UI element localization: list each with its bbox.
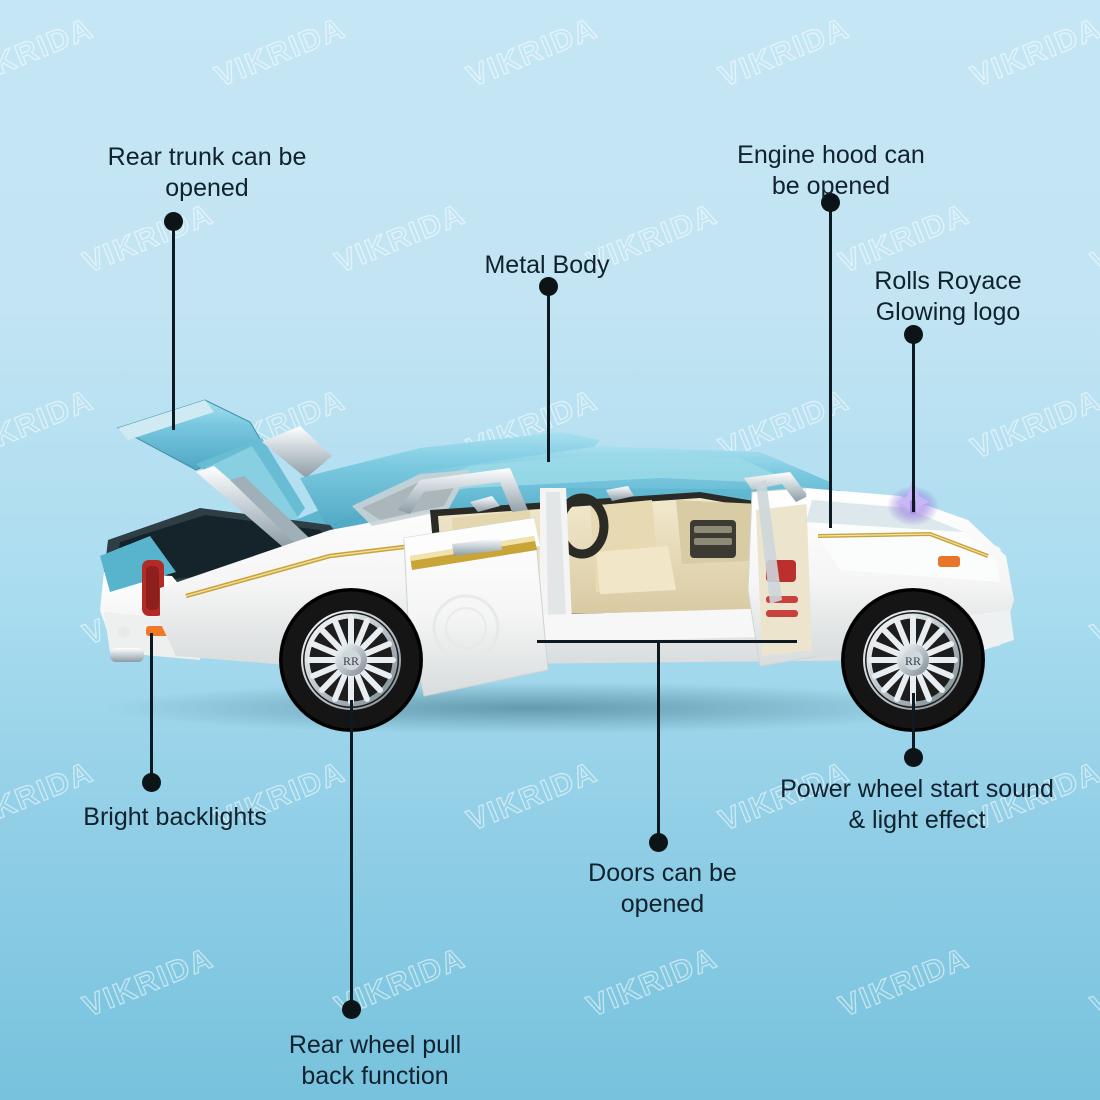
callout-dot	[649, 833, 668, 852]
watermark-text: VIKRIDA	[582, 941, 723, 1024]
car-shadow	[100, 682, 960, 734]
callout-dot	[904, 325, 923, 344]
svg-text:RR: RR	[905, 654, 921, 668]
watermark-text: VIKRIDA	[330, 197, 471, 280]
callout-label-glowing-logo: Rolls Royace Glowing logo	[874, 267, 1022, 326]
callout-leader-line	[829, 211, 832, 528]
open-front-door[interactable]	[398, 468, 549, 697]
callout-leader-line	[350, 700, 353, 1009]
exhaust-tip	[110, 648, 144, 662]
callout-label-power-wheel: Power wheel start sound & light effect	[780, 775, 1054, 834]
callout-leader-line	[912, 693, 915, 757]
watermark-text: VIKRIDA	[210, 11, 351, 94]
watermark-text: VIKRIDA	[78, 941, 219, 1024]
callout-label-rear-wheel: Rear wheel pull back function	[288, 1031, 462, 1090]
door-handle	[452, 538, 502, 556]
callout-label-metal-body: Metal Body	[484, 251, 610, 279]
svg-text:RR: RR	[343, 654, 359, 668]
watermark-text: VIKRIDA	[462, 755, 603, 838]
watermark-text: VIKRIDA	[78, 197, 219, 280]
callout-dot	[904, 748, 923, 767]
callout-dot	[342, 1000, 361, 1019]
callout-dot	[539, 277, 558, 296]
watermark-text: VIKRIDA	[1086, 941, 1100, 1024]
open-rear-door[interactable]	[744, 472, 819, 667]
callout-dot	[142, 773, 161, 792]
callout-label-doors: Doors can be opened	[588, 859, 737, 918]
product-image-diecast-car: RR RR	[100, 399, 1014, 734]
rear-wheel: RR	[279, 588, 423, 732]
callout-leader-line	[172, 230, 175, 430]
callout-label-backlights: Bright backlights	[83, 803, 267, 831]
callout-leader-line	[547, 295, 550, 462]
callout-leader-line	[657, 641, 660, 842]
front-marker-light	[938, 556, 960, 567]
callout-leader-line	[150, 633, 153, 782]
callout-dot	[821, 193, 840, 212]
front-wheel: RR	[841, 588, 985, 732]
callout-label-rear-trunk: Rear trunk can be opened	[107, 143, 307, 202]
callout-leader-horizontal	[537, 640, 797, 643]
watermark-text: VIKRIDA	[462, 11, 603, 94]
watermark-text: VIKRIDA	[966, 11, 1100, 94]
watermark-text: VIKRIDA	[1086, 197, 1100, 280]
watermark-text: VIKRIDA	[714, 11, 855, 94]
callout-leader-line	[912, 343, 915, 512]
watermark-text: VIKRIDA	[834, 941, 975, 1024]
callout-label-engine-hood: Engine hood can be opened	[737, 141, 925, 200]
watermark-text: VIKRIDA	[0, 11, 99, 94]
callout-dot	[164, 212, 183, 231]
